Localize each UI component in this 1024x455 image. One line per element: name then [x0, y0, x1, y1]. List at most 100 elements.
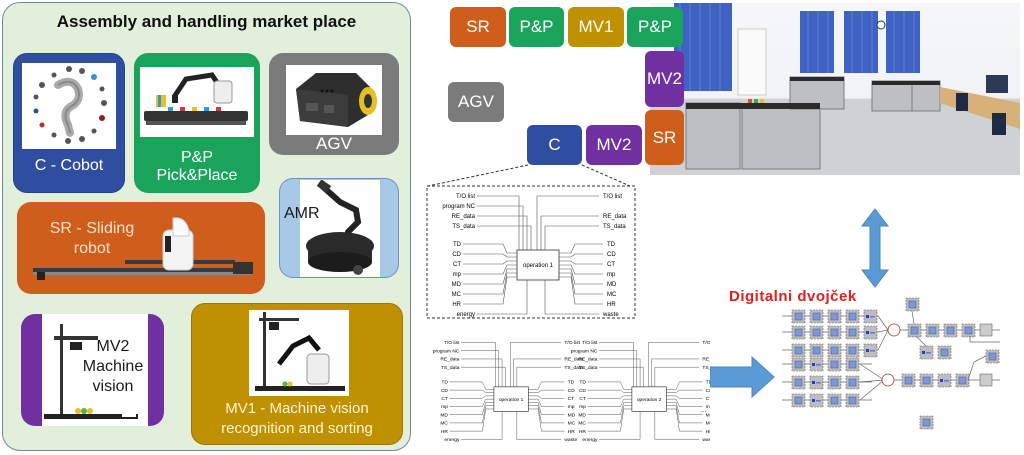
process-block — [845, 343, 860, 358]
input-top-label: TS_data — [579, 365, 598, 371]
block-icon — [816, 382, 821, 384]
block-icon — [830, 396, 839, 405]
output-right-label: CD — [706, 388, 710, 394]
process-block — [827, 375, 842, 390]
input-left-label: MD — [440, 412, 448, 418]
connector — [463, 260, 517, 265]
amr-label: AMR — [284, 205, 320, 222]
input-left-label: MD — [578, 412, 586, 418]
pick-and-place-photo — [140, 67, 254, 137]
mv1-photo — [249, 310, 349, 396]
input-left-label: TD — [453, 242, 462, 248]
block-icon — [812, 381, 815, 384]
amr-photo — [300, 180, 380, 277]
connector — [587, 389, 632, 393]
output-right-label: MD — [568, 412, 576, 418]
process-block — [845, 393, 860, 408]
mv2-label-2: Machine — [82, 358, 144, 375]
mv2-photo: MV2 Machine vision — [42, 314, 148, 426]
transport-block — [985, 349, 1000, 364]
transfer-block — [919, 345, 934, 360]
process-block — [791, 343, 806, 358]
input-top-label: program NC — [571, 348, 598, 354]
output-top-label: RE_data — [702, 357, 710, 363]
connector — [461, 358, 503, 387]
right-arrow-icon — [710, 355, 775, 399]
block-icon — [958, 376, 967, 385]
process-block — [791, 309, 806, 324]
process-block — [961, 323, 976, 338]
output-top-label: T/O list — [603, 194, 622, 200]
block-icon — [848, 346, 857, 355]
connector — [587, 395, 632, 399]
sliding-robot-photo — [33, 217, 253, 280]
flow-line — [859, 363, 885, 381]
connector — [666, 381, 703, 390]
input-left-label: mp — [453, 272, 462, 278]
block-icon — [812, 399, 815, 402]
input-left-label: MC — [578, 421, 586, 427]
connector — [666, 389, 703, 393]
market-title: Assembly and handling market place — [56, 12, 357, 31]
input-left-label: MD — [452, 282, 462, 288]
connector — [587, 381, 632, 390]
block-icon — [870, 350, 875, 352]
agv-photo — [286, 65, 382, 135]
block-icon — [904, 376, 913, 385]
connector — [599, 358, 641, 387]
block-icon — [848, 312, 857, 321]
connector — [528, 402, 565, 415]
tile-mv2-right: MV2 — [645, 51, 684, 107]
input-top-label: RE_data — [452, 214, 476, 220]
connector — [654, 411, 700, 440]
input-top-label: RE_data — [578, 357, 597, 363]
block-icon — [812, 328, 821, 337]
connector — [587, 405, 632, 424]
input-left-label: CD — [452, 252, 461, 258]
market-place-panel: Assembly and handling market place C - C… — [2, 2, 411, 451]
output-right-label: TD — [706, 380, 710, 386]
connector — [461, 366, 506, 387]
block-icon — [830, 346, 839, 355]
block-icon — [870, 332, 875, 334]
connector — [666, 408, 703, 432]
buffer-block — [863, 309, 878, 324]
input-top-label: TS_data — [441, 365, 460, 371]
input-left-label: MC — [440, 421, 448, 427]
block-icon — [940, 379, 943, 382]
process-block — [827, 393, 842, 408]
connector — [461, 411, 503, 440]
input-left-label: MC — [452, 292, 462, 298]
connector — [666, 395, 703, 399]
buffer-block — [809, 393, 824, 408]
source-block — [791, 357, 806, 372]
block-icon — [830, 312, 839, 321]
event-controller-block — [919, 415, 934, 430]
output-top-label: TS_data — [564, 365, 583, 371]
output-right-label: MD — [706, 412, 710, 418]
input-left-label: TD — [579, 380, 586, 386]
input-top-label: T/O list — [582, 340, 598, 346]
connector — [516, 366, 562, 387]
buffer-block — [809, 357, 824, 372]
pick-and-place-label-1: P&P — [180, 149, 213, 166]
output-right-label: HR — [706, 429, 710, 435]
connector — [513, 358, 562, 387]
merge-node — [881, 373, 895, 387]
card-agv: AGV — [269, 53, 399, 155]
connector — [528, 395, 565, 399]
flow-line — [967, 355, 987, 381]
digital-twin-simulation-model — [782, 297, 1000, 430]
input-left-label: CD — [441, 388, 449, 394]
connector — [449, 395, 494, 399]
block-icon — [794, 312, 803, 321]
block-icon — [812, 312, 821, 321]
assembly-block — [919, 373, 934, 388]
cobot-label: C - Cobot — [34, 157, 104, 174]
sink-block — [979, 373, 993, 387]
mv1-label-1: MV1 - Machine vision — [225, 400, 369, 417]
connector — [449, 408, 494, 432]
